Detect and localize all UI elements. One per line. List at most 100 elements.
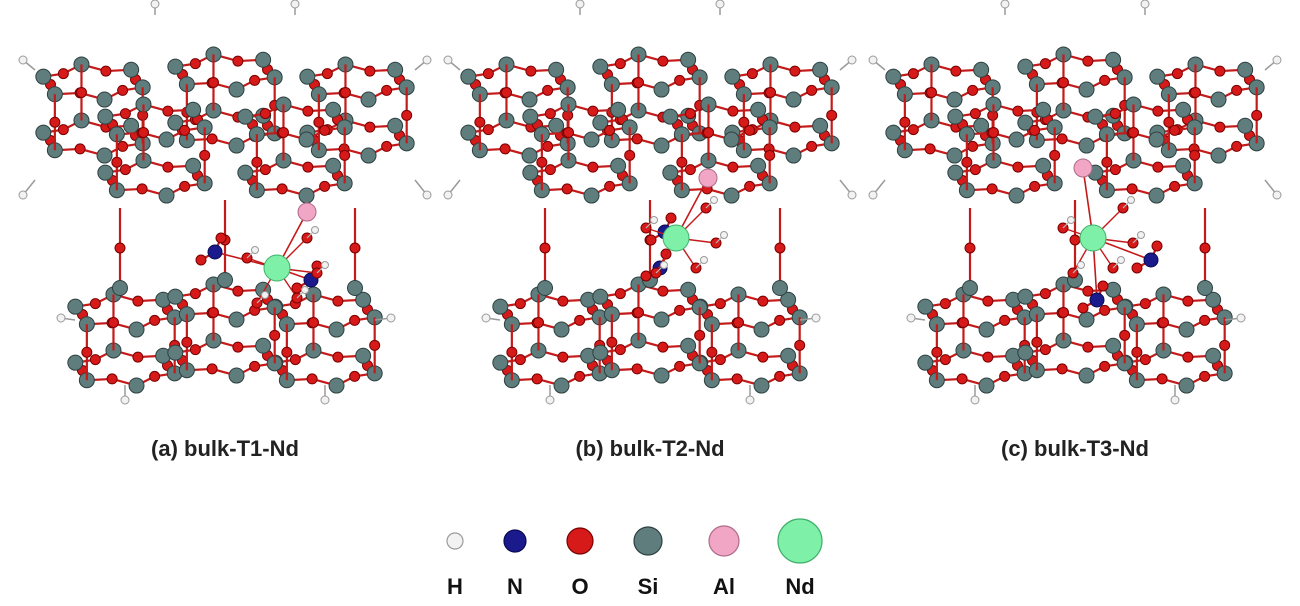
o-atom bbox=[738, 116, 750, 128]
o-atom bbox=[961, 156, 973, 168]
o-atom bbox=[1139, 298, 1151, 310]
si-atom bbox=[158, 187, 175, 204]
si-atom bbox=[360, 91, 377, 108]
o-atom bbox=[206, 133, 218, 145]
o-atom bbox=[319, 180, 331, 192]
o-atom bbox=[1131, 346, 1143, 358]
o-atom bbox=[665, 212, 677, 224]
o-atom bbox=[774, 242, 786, 254]
o-atom bbox=[967, 84, 979, 96]
legend-item-o: O bbox=[540, 516, 620, 599]
o-atom bbox=[999, 370, 1011, 382]
si-atom bbox=[653, 367, 670, 384]
o-atom bbox=[1099, 304, 1111, 316]
si-atom bbox=[325, 157, 342, 174]
o-atom bbox=[684, 108, 696, 120]
si-atom bbox=[1237, 117, 1254, 134]
o-atom bbox=[544, 108, 556, 120]
o-atom bbox=[1163, 116, 1175, 128]
o-atom bbox=[251, 156, 263, 168]
o-atom bbox=[731, 373, 743, 385]
o-atom bbox=[89, 298, 101, 310]
oxygen-dot bbox=[566, 527, 594, 555]
si-atom bbox=[962, 280, 978, 296]
si-atom bbox=[128, 377, 145, 394]
o-atom bbox=[119, 108, 131, 120]
si-atom bbox=[1035, 101, 1052, 118]
o-atom bbox=[632, 76, 644, 88]
h-atom bbox=[150, 0, 160, 9]
o-atom bbox=[302, 161, 314, 173]
h-atom bbox=[1236, 313, 1246, 323]
o-atom bbox=[349, 314, 361, 326]
o-atom bbox=[364, 121, 376, 133]
nitrogen-dot bbox=[503, 529, 527, 553]
h-atom bbox=[700, 256, 708, 264]
si-atom bbox=[387, 117, 404, 134]
si-atom bbox=[328, 377, 345, 394]
si-atom bbox=[1087, 108, 1104, 125]
o-atom bbox=[57, 68, 69, 80]
si-atom bbox=[1205, 291, 1222, 308]
o-atom bbox=[684, 164, 696, 176]
o-atom bbox=[1199, 242, 1211, 254]
o-atom bbox=[542, 84, 554, 96]
si-atom bbox=[1035, 157, 1052, 174]
o-atom bbox=[574, 314, 586, 326]
o-atom bbox=[482, 124, 494, 136]
si-atom bbox=[812, 117, 829, 134]
si-atom bbox=[1017, 344, 1034, 361]
si-atom bbox=[112, 280, 128, 296]
o-atom bbox=[1057, 76, 1069, 88]
o-atom bbox=[732, 316, 744, 328]
si-atom bbox=[328, 321, 345, 338]
o-atom bbox=[531, 373, 543, 385]
si-atom bbox=[1078, 367, 1095, 384]
si-atom bbox=[185, 101, 202, 118]
o-atom bbox=[1214, 65, 1226, 77]
h-atom bbox=[481, 313, 491, 323]
o-atom bbox=[1189, 149, 1201, 161]
si-atom bbox=[553, 377, 570, 394]
o-atom bbox=[614, 288, 626, 300]
o-atom bbox=[249, 360, 261, 372]
o-atom bbox=[1157, 316, 1169, 328]
o-atom bbox=[332, 295, 344, 307]
si-atom bbox=[1148, 187, 1165, 204]
legend-item-n: N bbox=[475, 516, 555, 599]
oxygen-swatch bbox=[566, 527, 594, 555]
si-atom bbox=[1105, 337, 1122, 354]
o-atom bbox=[536, 156, 548, 168]
h-atom bbox=[811, 313, 821, 323]
o-atom bbox=[714, 354, 726, 366]
si-atom bbox=[753, 321, 770, 338]
si-atom bbox=[460, 124, 477, 141]
si-atom bbox=[228, 137, 245, 154]
o-atom bbox=[987, 126, 999, 138]
o-atom bbox=[339, 86, 351, 98]
si-atom bbox=[1078, 81, 1095, 98]
legend-label-nd: Nd bbox=[785, 574, 815, 599]
o-atom bbox=[746, 68, 758, 80]
o-atom bbox=[514, 298, 526, 310]
o-atom bbox=[1056, 133, 1068, 145]
caption-a: (a) bulk-T1-Nd bbox=[151, 436, 299, 461]
o-atom bbox=[614, 344, 626, 356]
o-atom bbox=[259, 164, 271, 176]
si-atom bbox=[298, 187, 315, 204]
o-atom bbox=[132, 295, 144, 307]
o-atom bbox=[1029, 124, 1041, 136]
o-atom bbox=[189, 344, 201, 356]
h-atom bbox=[290, 0, 300, 9]
si-atom bbox=[724, 68, 741, 85]
o-atom bbox=[561, 183, 573, 195]
o-atom bbox=[321, 68, 333, 80]
h-atom bbox=[320, 395, 330, 405]
o-atom bbox=[75, 86, 87, 98]
si-atom bbox=[662, 108, 679, 125]
o-atom bbox=[149, 314, 161, 326]
si-atom bbox=[237, 108, 254, 125]
si-atom bbox=[592, 344, 609, 361]
si-atom bbox=[228, 367, 245, 384]
si-atom bbox=[583, 187, 600, 204]
